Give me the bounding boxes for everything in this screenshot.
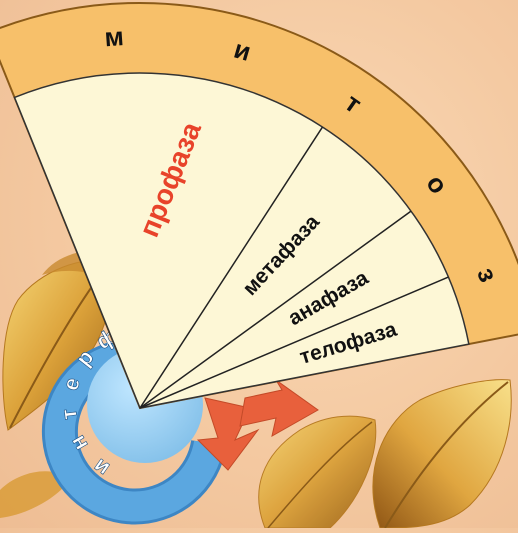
leaf-icon — [373, 380, 511, 528]
mitosis-letter: м — [103, 21, 124, 52]
interphase-letter: и — [88, 454, 113, 482]
